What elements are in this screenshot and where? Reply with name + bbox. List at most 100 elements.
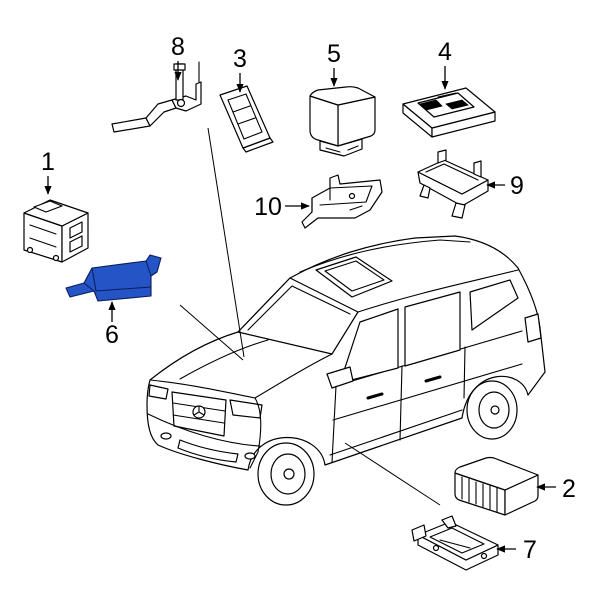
part-7-plate (417, 521, 499, 561)
grille-slat (172, 414, 225, 424)
part-7-tab (441, 515, 457, 529)
part-1-face-detail (29, 224, 57, 248)
fog-light (244, 452, 256, 460)
part-4-label-block (419, 99, 443, 111)
part-3-detail (232, 105, 256, 125)
part-1-side-connector (69, 235, 83, 253)
part-2-module (454, 456, 539, 516)
part-10-detail (329, 187, 363, 211)
callout-3: 3 (233, 45, 247, 93)
front-hub (283, 468, 295, 480)
callout-label-5: 5 (327, 40, 341, 68)
side-mirror (326, 366, 354, 389)
part-9-tray (417, 149, 489, 219)
part-1-mount-hole (52, 254, 60, 262)
part-9-leg (419, 184, 431, 199)
part-9-leg (451, 202, 466, 219)
leader-line-part-3 (207, 127, 245, 358)
callout-6: 6 (105, 301, 119, 349)
part-8-bracket (111, 61, 202, 133)
part-2-rib (461, 476, 498, 513)
roof-rail (299, 239, 471, 273)
rear-wheel (466, 380, 518, 440)
part-3-module (219, 85, 274, 153)
part-5-top-face (309, 86, 376, 106)
leader-line-part-2 (344, 442, 441, 506)
part-2-side-face (504, 474, 539, 516)
callout-label-10: 10 (254, 193, 282, 221)
front-door-window (339, 308, 399, 384)
part-6-fold (83, 260, 152, 292)
part-1-module (23, 199, 89, 263)
callout-4: 4 (438, 38, 452, 90)
far-headlight (148, 384, 169, 400)
roof-edge (357, 269, 519, 313)
callout-label-8: 8 (171, 33, 185, 61)
leader-line-part-6 (179, 304, 244, 361)
part-5-detail (325, 145, 359, 153)
callout-5: 5 (327, 40, 341, 87)
sunroof-inner (324, 260, 385, 292)
callout-label-6: 6 (105, 321, 119, 349)
part-10-bracket (301, 174, 383, 229)
part-8-bend (145, 99, 177, 127)
callout-8: 8 (171, 33, 185, 81)
hood-front-edge (149, 379, 256, 399)
callout-label-4: 4 (438, 38, 452, 66)
part-1-mount-hole (26, 246, 34, 254)
part-5-module (309, 86, 376, 157)
part-8-nut (176, 98, 186, 108)
callout-7: 7 (496, 536, 537, 564)
part-5-connector (319, 138, 363, 157)
callout-label-2: 2 (562, 475, 576, 503)
part-9-flange (473, 160, 482, 178)
door-split-line (399, 365, 403, 441)
part-2-front-face (454, 472, 506, 516)
part-6-bracket (65, 254, 162, 302)
part-4-label (417, 92, 475, 118)
rear-hub (490, 405, 500, 415)
part-7-tab (411, 524, 427, 542)
callout-10: 10 (254, 193, 310, 221)
front-fender-corner (249, 397, 262, 469)
hood-near-edge (254, 353, 333, 399)
part-1-top-connector (33, 200, 63, 213)
part-7-hole (480, 552, 488, 560)
sunroof (315, 256, 393, 298)
part-10-fold (311, 185, 373, 213)
part-9-flange (437, 149, 447, 164)
rear-door-rear-edge (463, 346, 466, 399)
callout-label-3: 3 (233, 45, 247, 73)
vehicle (146, 235, 546, 506)
door-handle (424, 375, 442, 383)
windshield-inner-edge (247, 285, 351, 331)
part-3-inset (227, 93, 263, 140)
callout-1: 1 (41, 148, 55, 195)
part-7-hole (432, 544, 440, 552)
part-9-tray-rim (417, 159, 489, 195)
grille-emblem-star (193, 405, 205, 416)
part-4-label-line (437, 92, 457, 98)
part-7-inner (429, 527, 485, 554)
callout-label-9: 9 (510, 172, 524, 200)
rear-door-window (404, 291, 461, 367)
part-5-side-face (337, 96, 376, 147)
lower-intake (177, 439, 239, 463)
front-bumper-line (147, 413, 261, 447)
callout-label-1: 1 (41, 148, 55, 176)
part-10-body (301, 174, 383, 229)
part-1-side-connector (69, 221, 83, 239)
fog-light (160, 432, 172, 440)
callout-label-7: 7 (523, 536, 537, 564)
callout-9: 9 (486, 172, 524, 200)
front-wheel (257, 442, 315, 506)
part-4-label-block (445, 99, 469, 110)
part-2-top-face (454, 456, 539, 491)
part-4-module (402, 87, 496, 138)
door-handle (366, 392, 384, 400)
tail-light (524, 313, 542, 343)
part-9-inner-edge (425, 163, 479, 181)
hood-crease (179, 339, 269, 380)
rear-quarter-window (469, 279, 519, 331)
